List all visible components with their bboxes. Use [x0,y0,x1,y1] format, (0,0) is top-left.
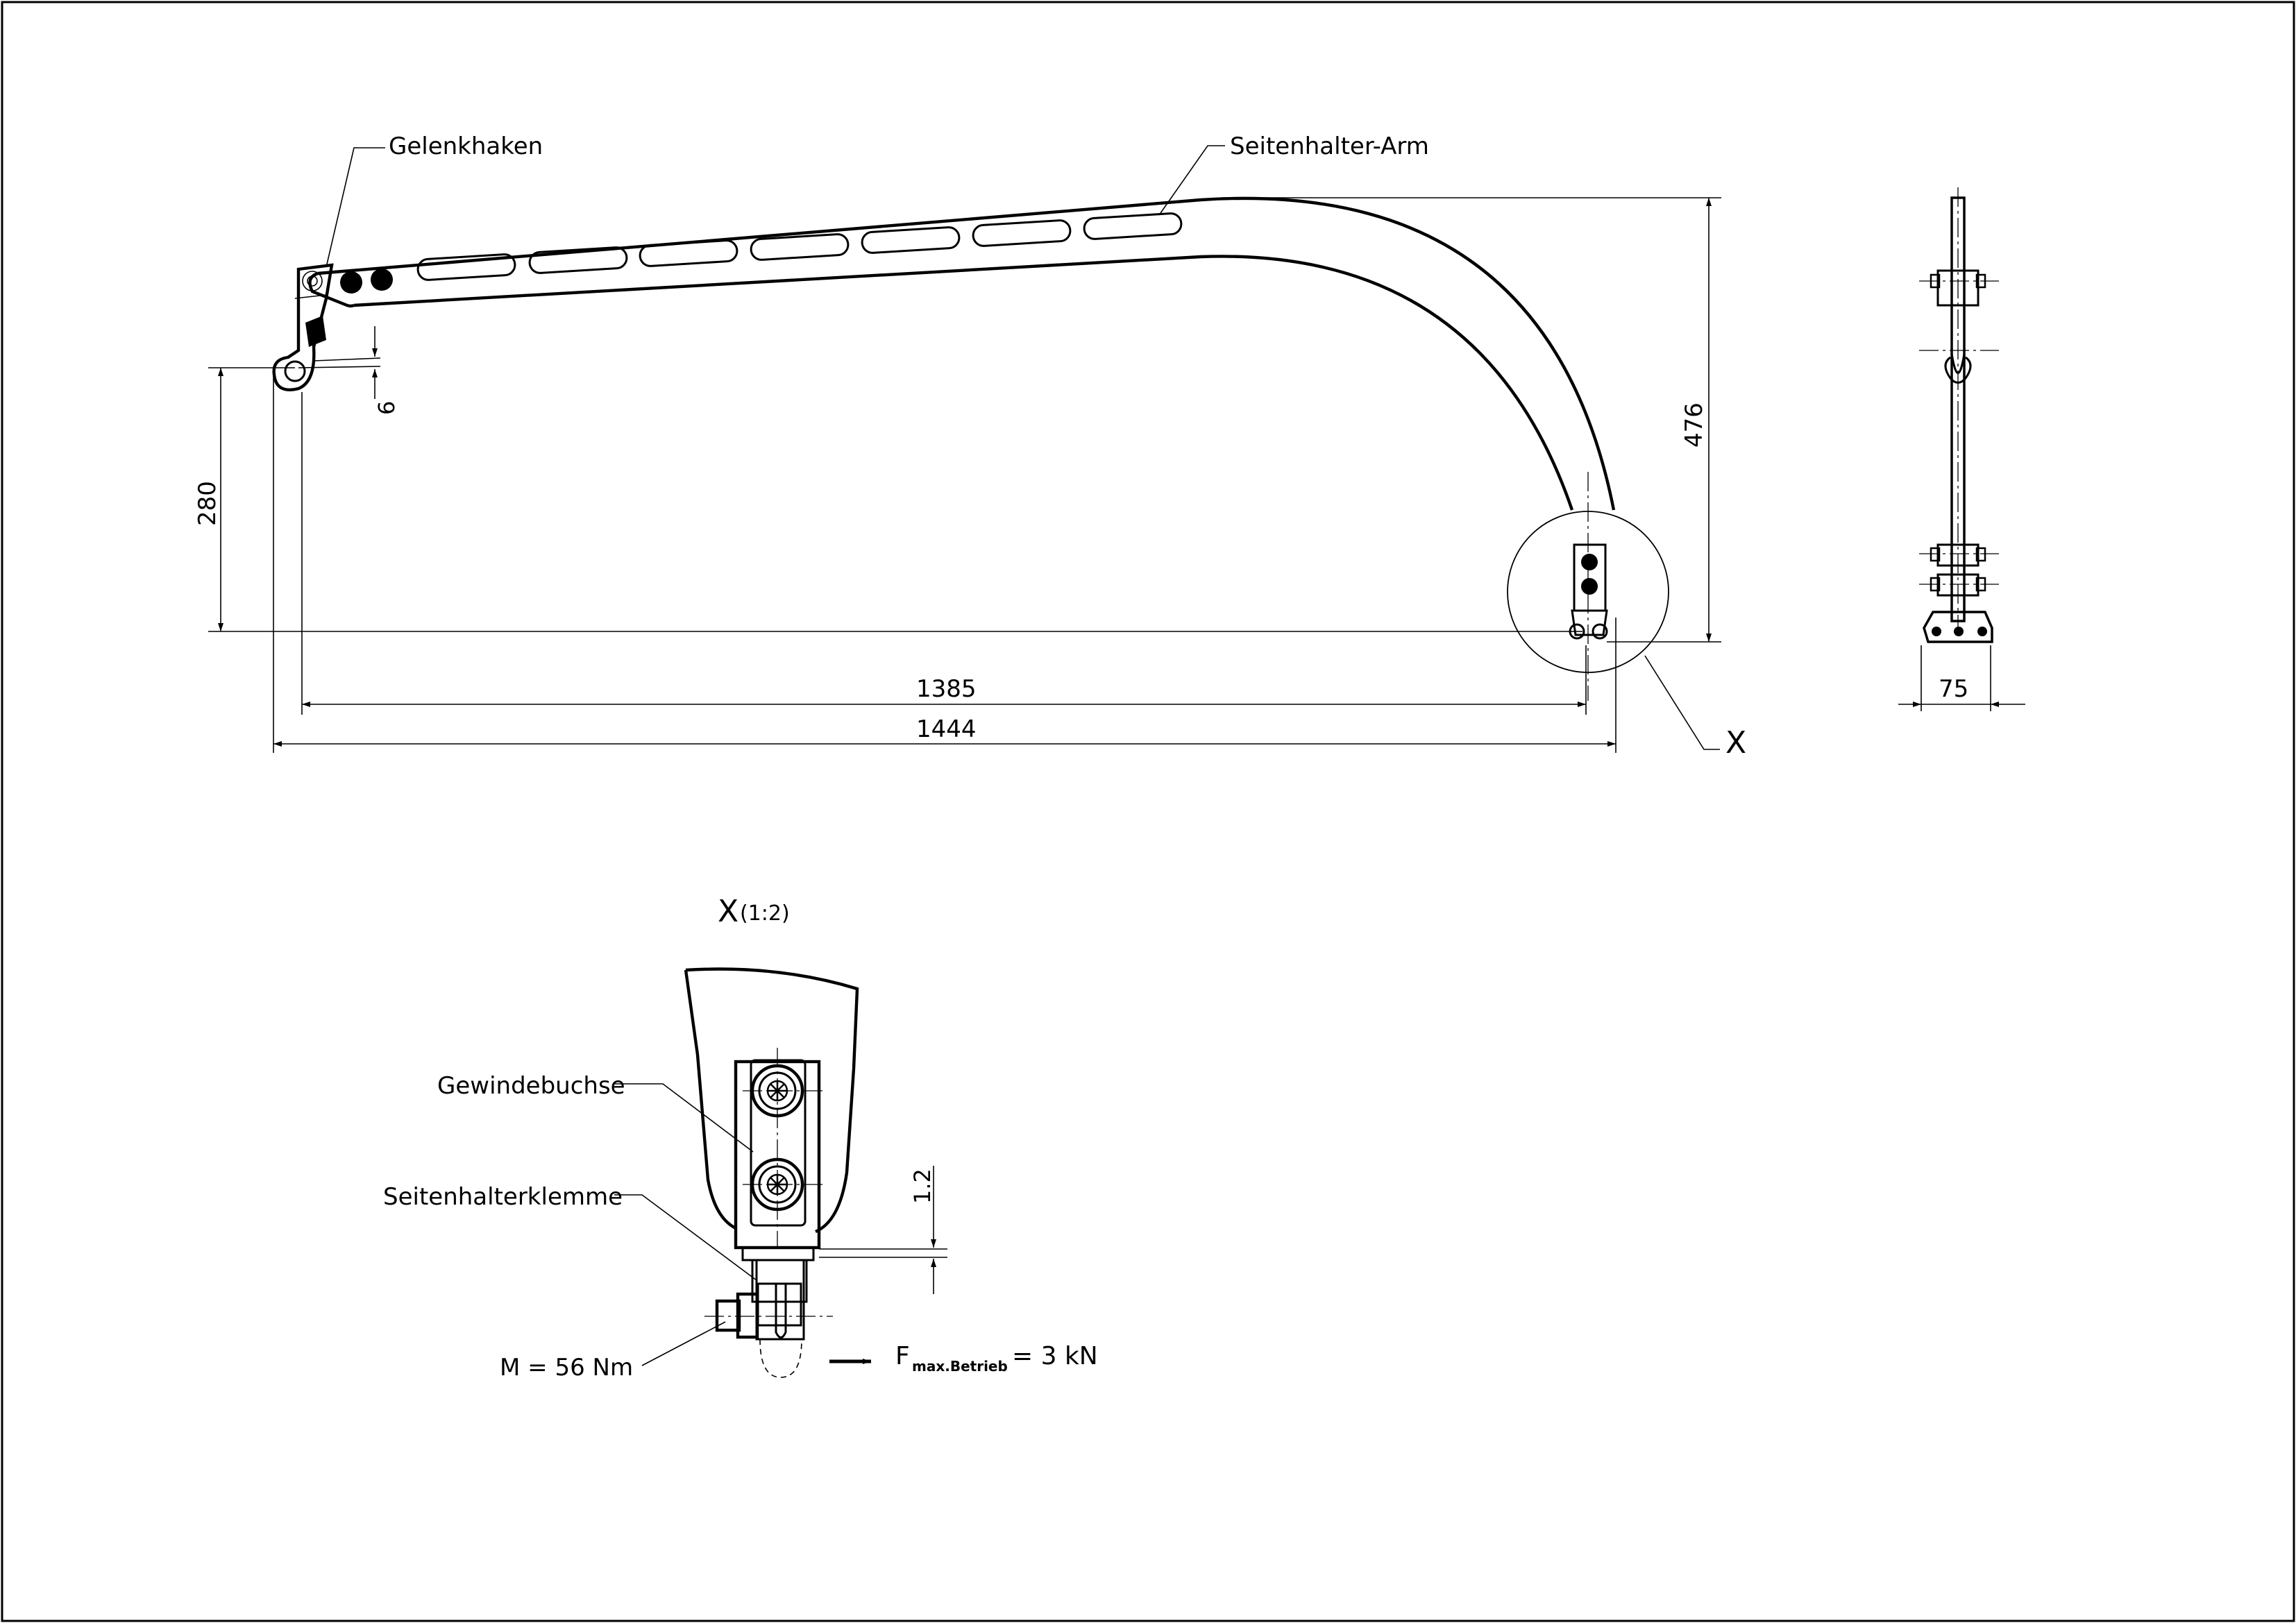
arm-end-cap [308,271,355,308]
detail-title-scale: (1:2) [740,901,790,926]
detail-marker-x: X [1725,725,1746,760]
svg-text:75: 75 [1939,675,1968,703]
dimension-1-2: 1.2 [819,1166,947,1294]
svg-text:280: 280 [194,481,221,526]
label-gelenkhaken: Gelenkhaken [389,133,543,160]
leader-torque [641,1321,726,1366]
dimension-75: 75 [1898,645,2025,711]
svg-text:1385: 1385 [916,675,977,703]
leader-seitenhalter-arm [1158,145,1225,216]
dimension-6: 6 [298,326,400,415]
label-force-value: = 3 kN [1012,1342,1098,1370]
label-seitenhalter-arm: Seitenhalter-Arm [1230,133,1429,160]
arm-slots [416,212,1183,281]
dimension-476: 476 [1222,197,1721,643]
dimension-1385: 1385 [301,392,1587,715]
svg-text:476: 476 [1680,402,1708,448]
detail-view [684,967,859,1378]
arm-bolt-2 [371,269,393,291]
svg-text:6: 6 [373,401,400,415]
svg-text:1.2: 1.2 [909,1169,936,1204]
leader-gewindebuchse [614,1083,754,1153]
label-gewindebuchse: Gewindebuchse [437,1072,625,1100]
arm-outline-lower [353,255,1574,511]
leader-seitenhalterklemme [614,1194,757,1281]
detail-leader-x [1644,655,1720,750]
svg-text:1444: 1444 [916,715,977,743]
dimension-1444: 1444 [273,375,1617,753]
leader-gelenkhaken [326,147,385,268]
dimension-280: 280 [194,367,1582,632]
label-seitenhalterklemme: Seitenhalterklemme [383,1183,623,1211]
end-view [1919,187,1999,643]
label-torque: M = 56 Nm [500,1354,633,1382]
detail-title-letter: X [718,894,738,929]
arm-outline-upper [317,196,1616,511]
label-force-subscript: max.Betrieb [912,1358,1008,1375]
label-force-prefix: F [895,1342,910,1370]
joint-hook [272,263,334,391]
arm-bolt-1 [340,271,362,294]
side-view: X [272,196,1746,760]
